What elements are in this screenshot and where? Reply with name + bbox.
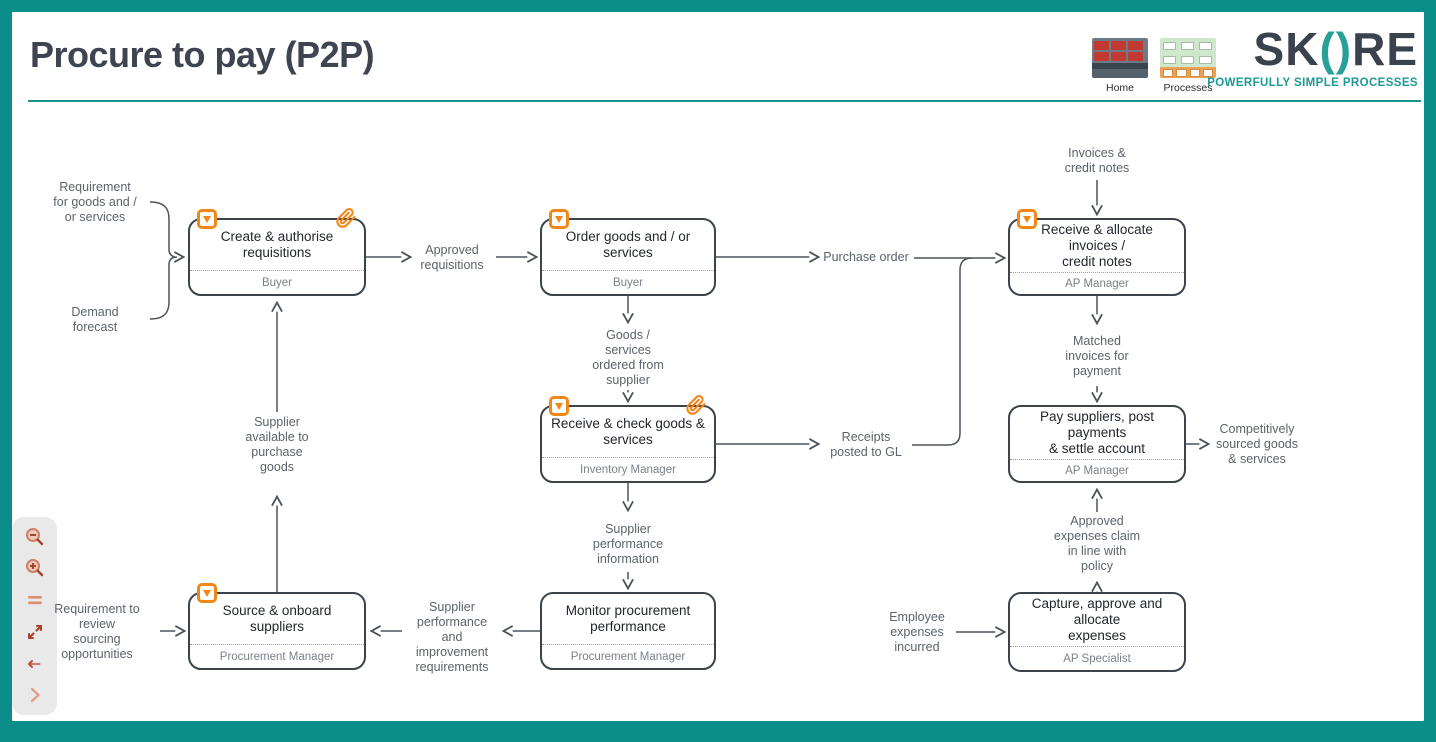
expand-icon: [27, 624, 42, 639]
zoom-out-button[interactable]: [23, 525, 47, 549]
process-box-source-onboard-suppliers[interactable]: Source & onboard suppliers Procurement M…: [188, 583, 366, 670]
zoom-in-icon: [25, 559, 43, 577]
flow-label: Employee expenses incurred: [889, 610, 945, 654]
process-box-title: Order goods and / or services: [542, 220, 714, 271]
home-thumb-chip: [1111, 52, 1126, 61]
zoom-toolbar: [12, 517, 57, 715]
dropdown-icon[interactable]: [549, 209, 569, 229]
process-box-capture-expenses[interactable]: Capture, approve and allocate expenses A…: [1008, 592, 1186, 672]
processes-thumbnail-rows: [1163, 42, 1213, 64]
dropdown-icon[interactable]: [197, 583, 217, 603]
flow-label: Purchase order: [823, 250, 909, 264]
flow-label: Approved expenses claim in line with pol…: [1053, 514, 1141, 573]
process-box-receive-allocate-invoices[interactable]: Receive & allocate invoices / credit not…: [1008, 209, 1186, 296]
nav-processes-label[interactable]: Processes: [1163, 82, 1213, 94]
dropdown-icon[interactable]: [549, 396, 569, 416]
home-thumb-chip: [1128, 52, 1143, 61]
flow-label: Competitively sourced goods & services: [1215, 422, 1299, 466]
flow-label: Receipts posted to GL: [830, 430, 902, 459]
header-divider: [28, 100, 1421, 102]
home-thumb-chip: [1094, 52, 1109, 61]
skore-logo: SK()RE POWERFULLY SIMPLE PROCESSES: [1207, 26, 1418, 89]
process-box-receive-check-goods[interactable]: Receive & check goods & services Invento…: [540, 395, 716, 483]
flow-label: Requirement to review sourcing opportuni…: [54, 602, 140, 661]
process-box-title: Capture, approve and allocate expenses: [1010, 594, 1184, 647]
process-box-title: Monitor procurement performance: [542, 594, 714, 645]
skore-tagline: POWERFULLY SIMPLE PROCESSES: [1207, 77, 1418, 89]
logo-text-right: RE: [1352, 23, 1418, 75]
pan-horizontal-icon: [27, 659, 40, 668]
fit-lines-button[interactable]: [23, 588, 47, 612]
process-box-title: Receive & check goods & services: [542, 407, 714, 458]
process-box-role: Procurement Manager: [570, 650, 686, 663]
dropdown-icon[interactable]: [197, 209, 217, 229]
process-box-title: Receive & allocate invoices / credit not…: [1010, 220, 1184, 273]
process-box-role: Buyer: [612, 276, 644, 289]
home-thumbnail-grid: [1094, 41, 1146, 61]
pan-horizontal-button[interactable]: [23, 652, 47, 676]
attachment-icon[interactable]: [334, 206, 358, 230]
processes-thumbnail-strip: [1160, 67, 1216, 78]
attachment-icon[interactable]: [684, 393, 708, 417]
flow-label: Goods / services ordered from supplier: [592, 328, 664, 387]
nav-home-label[interactable]: Home: [1105, 82, 1134, 94]
logo-text-left: SK: [1253, 23, 1320, 75]
process-box-role: Procurement Manager: [219, 650, 335, 663]
process-box-role: AP Manager: [1065, 464, 1129, 477]
flow-label: Supplier performance information: [592, 522, 664, 566]
zoom-out-icon: [25, 527, 43, 545]
process-box-monitor-procurement[interactable]: Monitor procurement performance Procurem…: [540, 592, 716, 670]
nav-processes-thumbnail[interactable]: [1160, 38, 1216, 78]
chevron-right-button[interactable]: [23, 683, 47, 707]
home-thumb-chip: [1128, 41, 1143, 50]
dropdown-icon[interactable]: [1017, 209, 1037, 229]
flow-label: Requirement for goods and / or services: [53, 180, 137, 224]
logo-parens: (): [1319, 23, 1353, 75]
process-box-role: AP Manager: [1065, 277, 1129, 290]
home-thumb-chip: [1094, 41, 1109, 50]
process-box-order-goods[interactable]: Order goods and / or services Buyer: [540, 209, 716, 296]
process-box-role: Buyer: [261, 276, 293, 289]
process-box-pay-suppliers[interactable]: Pay suppliers, post payments & settle ac…: [1008, 405, 1186, 483]
flow-label: Supplier performance and improvement req…: [415, 600, 489, 674]
process-box-create-authorise-requisitions[interactable]: Create & authorise requisitions Buyer: [188, 208, 366, 296]
fit-lines-icon: [27, 596, 42, 605]
process-box-role: Inventory Manager: [580, 463, 676, 476]
expand-button[interactable]: [23, 620, 47, 644]
flow-label: Approved requisitions: [420, 243, 484, 272]
home-thumb-chip: [1111, 41, 1126, 50]
page-title: Procure to pay (P2P): [30, 34, 375, 75]
flow-label: Demand forecast: [71, 305, 119, 334]
flow-label: Matched invoices for payment: [1065, 334, 1129, 378]
chevron-right-icon: [30, 688, 40, 703]
zoom-in-button[interactable]: [23, 556, 47, 580]
nav-home-thumbnail[interactable]: [1092, 38, 1148, 78]
flow-label: Supplier available to purchase goods: [245, 415, 309, 474]
flow-label: Invoices & credit notes: [1064, 146, 1130, 175]
process-box-title: Pay suppliers, post payments & settle ac…: [1010, 407, 1184, 460]
process-box-title: Source & onboard suppliers: [190, 594, 364, 645]
process-box-title: Create & authorise requisitions: [190, 220, 364, 271]
process-box-role: AP Specialist: [1063, 652, 1131, 665]
skore-logo-wordmark: SK()RE: [1207, 26, 1418, 72]
